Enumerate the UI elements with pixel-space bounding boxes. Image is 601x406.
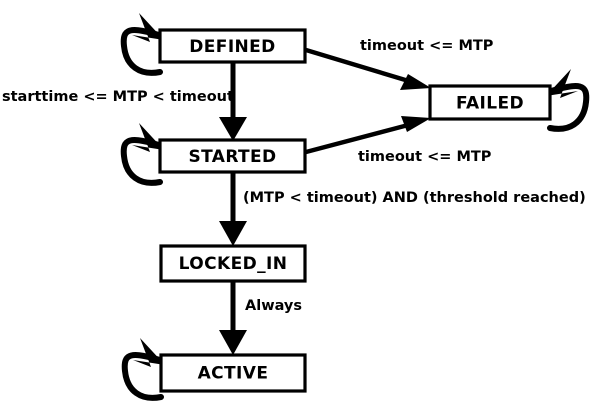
edge-defined-to-started xyxy=(219,62,247,141)
state-label-active: ACTIVE xyxy=(198,364,269,384)
edge-label-mtp-threshold: (MTP < timeout) AND (threshold reached) xyxy=(243,190,586,206)
state-box-defined[interactable] xyxy=(158,28,307,64)
arrowhead-started-to-failed xyxy=(401,116,431,132)
edge-started-to-locked-in xyxy=(219,172,247,246)
state-box-locked-in[interactable] xyxy=(159,244,307,283)
arrowhead-locked-in-to-active xyxy=(219,330,247,355)
state-box-failed[interactable] xyxy=(428,84,552,121)
state-box-started[interactable] xyxy=(158,138,307,174)
self-loop-started xyxy=(120,123,165,186)
arrowhead-started-self xyxy=(132,123,164,152)
arrowhead-started-to-locked-in xyxy=(219,221,247,246)
edge-started-to-failed xyxy=(305,116,431,155)
arrowhead-defined-self xyxy=(132,13,164,42)
state-node-started[interactable]: STARTED xyxy=(158,138,307,174)
state-node-failed[interactable]: FAILED xyxy=(428,84,552,121)
state-node-active[interactable]: ACTIVE xyxy=(159,353,307,393)
self-loop-active xyxy=(121,338,166,401)
arrowhead-defined-to-started xyxy=(219,117,247,141)
state-label-started: STARTED xyxy=(188,147,276,167)
edge-label-timeout-mtp-upper: timeout <= MTP xyxy=(360,38,494,54)
state-label-failed: FAILED xyxy=(456,94,524,114)
state-box-active[interactable] xyxy=(159,353,307,393)
self-loop-failed xyxy=(545,69,590,132)
self-loop-defined xyxy=(120,13,165,76)
edge-label-starttime-mtp-timeout: starttime <= MTP < timeout xyxy=(2,89,234,105)
state-label-defined: DEFINED xyxy=(189,37,275,57)
state-node-defined[interactable]: DEFINED xyxy=(158,28,307,64)
state-label-locked-in: LOCKED_IN xyxy=(179,254,288,274)
arrowhead-active-self xyxy=(133,338,165,367)
state-node-locked-in[interactable]: LOCKED_IN xyxy=(159,244,307,283)
edge-label-always: Always xyxy=(245,298,302,314)
edge-locked-in-to-active xyxy=(219,281,247,355)
arrowhead-failed-self xyxy=(546,69,578,98)
arrowhead-defined-to-failed xyxy=(400,74,431,90)
edge-defined-to-failed xyxy=(305,47,431,90)
edge-label-timeout-mtp-lower: timeout <= MTP xyxy=(358,149,492,165)
